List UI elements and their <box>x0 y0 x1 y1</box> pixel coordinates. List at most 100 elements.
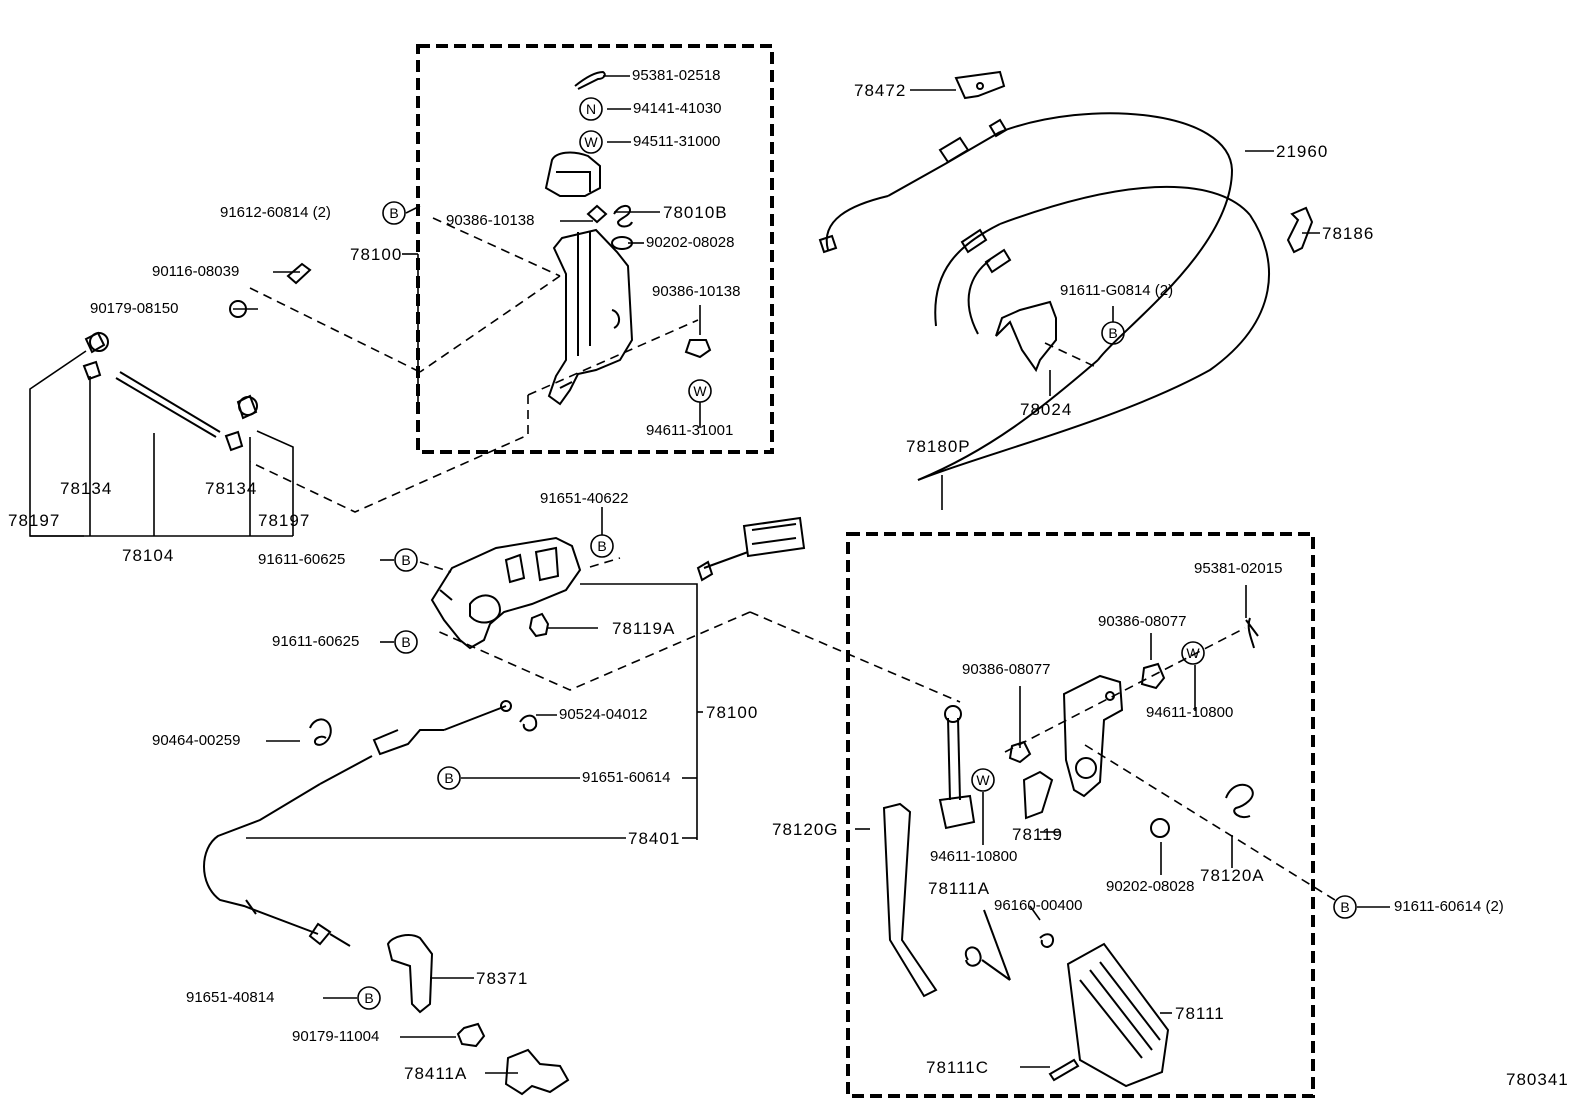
nut-90179-11004-icon <box>456 1022 486 1048</box>
part-label: 91651-40622 <box>540 490 629 507</box>
symbol-bolt: B <box>1340 899 1349 915</box>
washer-90202-icon <box>611 236 633 250</box>
part-label: 91612-60814 (2) <box>220 204 331 221</box>
symbol-bolt: B <box>364 990 373 1006</box>
part-label: 95381-02015 <box>1194 560 1283 577</box>
figure-number: 780341 <box>1506 1070 1569 1089</box>
part-label: 78119 <box>1012 825 1064 844</box>
assembly-dash-lines <box>249 217 1336 901</box>
part-label: 78120G <box>772 820 839 839</box>
part-label: 78119A <box>612 619 676 638</box>
part-label: 90386-08077 <box>1098 613 1187 630</box>
spring-78010b-icon <box>613 204 633 228</box>
bracket-78024-icon <box>995 300 1057 373</box>
symbol-bolt: B <box>389 205 398 221</box>
part-label: 91611-60625 <box>258 551 346 568</box>
clip-78119a-icon <box>528 612 550 638</box>
nut-90386-icon <box>684 339 712 359</box>
clip-96160-icon <box>1039 933 1054 948</box>
stopper-78411a-icon <box>504 1048 570 1096</box>
pedal-bracket-icon <box>1062 674 1124 798</box>
part-label: 90386-10138 <box>652 283 741 300</box>
part-label: 91651-40814 <box>186 989 275 1006</box>
part-label: 78111C <box>926 1058 990 1077</box>
accelerator-link-icon <box>430 536 582 650</box>
spring-78120a-icon <box>1225 783 1254 818</box>
spring-78111a-icon <box>964 909 1011 981</box>
link-rod-icon <box>115 371 221 438</box>
part-label: 78197 <box>258 511 311 530</box>
symbol-letters: N W B W B B B B B W W B B <box>364 101 1349 1006</box>
symbol-washer: W <box>693 383 707 399</box>
spacer-78119-icon <box>1022 770 1054 820</box>
pin-78111c-icon <box>1048 1058 1080 1082</box>
part-label: 78100 <box>350 245 403 264</box>
part-label: 94511-31000 <box>633 133 721 150</box>
part-label: 91611-60614 (2) <box>1394 898 1504 915</box>
throttle-cable-sub-icon <box>917 185 1271 481</box>
part-label: 91611-G0814 (2) <box>1060 282 1174 299</box>
part-label: 90386-08077 <box>962 661 1051 678</box>
pedal-lever-78120g-icon <box>882 705 976 998</box>
cable-end-box-icon <box>696 516 806 582</box>
accelerator-cable-78401-icon <box>203 700 512 947</box>
symbol-bolt: B <box>597 538 606 554</box>
cable-bracket-78472-icon <box>954 70 1006 100</box>
nut-90386-08077-icon <box>1008 662 1166 764</box>
cotter-pin-icon <box>574 70 606 90</box>
bracket-78371-icon <box>386 934 434 1014</box>
part-label: 78371 <box>476 969 529 988</box>
clamp-90464-icon <box>309 718 332 746</box>
bushing-icon <box>82 331 258 452</box>
symbol-washer: W <box>976 772 990 788</box>
cable-clamp-78186-icon <box>1286 206 1314 254</box>
part-label: 94611-31001 <box>646 422 734 439</box>
part-label: 78186 <box>1322 224 1375 243</box>
part-label: 90464-00259 <box>152 732 241 749</box>
throttle-linkage-bracket-icon <box>544 151 634 406</box>
part-label: 96160-00400 <box>994 897 1083 914</box>
part-label: 91611-60625 <box>272 633 360 650</box>
part-label: 94611-10800 <box>930 848 1018 865</box>
symbol-bolt: B <box>444 770 453 786</box>
washer-90202-08028-icon <box>1150 818 1170 838</box>
part-label: 78411A <box>404 1064 468 1083</box>
symbol-washer: W <box>1186 645 1200 661</box>
part-label: 78111A <box>928 879 991 898</box>
part-label: 90179-08150 <box>90 300 179 317</box>
symbol-nut: N <box>586 101 596 117</box>
symbol-markers <box>357 97 1357 1010</box>
part-label: 21960 <box>1276 142 1329 161</box>
part-label: 91651-60614 <box>582 769 671 786</box>
throttle-cable-21960-icon <box>818 112 1234 481</box>
part-label: 78180P <box>906 437 971 456</box>
part-label: 90202-08028 <box>646 234 735 251</box>
accelerator-pedal-78111-icon <box>1066 942 1170 1088</box>
part-label: 90524-04012 <box>559 706 648 723</box>
part-label: 78120A <box>1200 866 1265 885</box>
part-label: 78024 <box>1020 400 1073 419</box>
nut-90179-icon <box>229 300 247 318</box>
part-label: 78111 <box>1175 1004 1225 1023</box>
part-label: 78134 <box>60 479 113 498</box>
symbol-bolt: B <box>401 634 410 650</box>
part-label: 78197 <box>8 511 61 530</box>
clip-90524-icon <box>519 714 538 732</box>
part-label: 94611-10800 <box>1146 704 1234 721</box>
part-label: 94141-41030 <box>633 100 722 117</box>
part-label: 90116-08039 <box>152 263 240 280</box>
part-label: 78100 <box>706 703 759 722</box>
part-label: 78472 <box>854 81 907 100</box>
part-label: 90202-08028 <box>1106 878 1195 895</box>
part-label: 90386-10138 <box>446 212 535 229</box>
symbol-bolt: B <box>1108 325 1117 341</box>
symbol-washer: W <box>584 134 598 150</box>
part-label: 95381-02518 <box>632 67 721 84</box>
symbol-bolt: B <box>401 552 410 568</box>
part-label: 78401 <box>628 829 681 848</box>
leader-lines <box>29 75 1390 1074</box>
part-label: 78104 <box>122 546 175 565</box>
part-label: 78134 <box>205 479 258 498</box>
cotter-pin-95381-02015-icon <box>1245 617 1259 649</box>
